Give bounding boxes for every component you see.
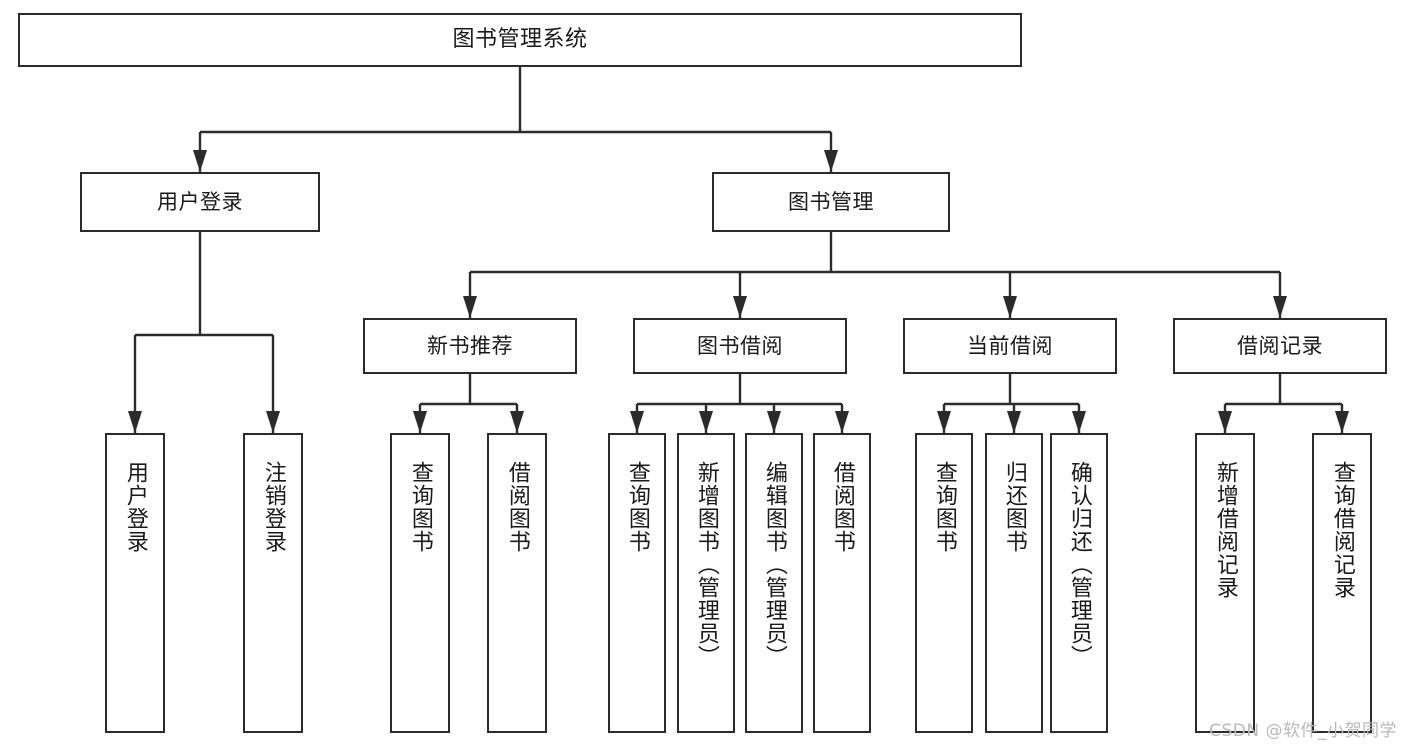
- node-leaf-query-book-cur-label: 查询图书: [931, 461, 957, 553]
- arrow-head-icon: [128, 411, 142, 433]
- node-leaf-query-record-label: 查询借阅记录: [1329, 461, 1355, 599]
- node-leaf-edit-book-label: 编辑图书（管理员）: [761, 461, 787, 668]
- node-leaf-borrow-book[interactable]: 借阅图书: [813, 433, 871, 733]
- node-leaf-user-login[interactable]: 用户登录: [105, 433, 165, 733]
- node-leaf-query-book-label: 查询图书: [624, 461, 650, 553]
- node-leaf-return-book-label: 归还图书: [1001, 461, 1027, 553]
- node-leaf-borrow-book-label: 借阅图书: [829, 461, 855, 553]
- node-new-book-rec[interactable]: 新书推荐: [363, 318, 577, 374]
- node-user-login[interactable]: 用户登录: [80, 172, 320, 232]
- node-leaf-query-book[interactable]: 查询图书: [608, 433, 666, 733]
- node-user-login-label: 用户登录: [157, 189, 243, 214]
- arrow-head-icon: [1273, 296, 1287, 318]
- arrow-head-icon: [413, 411, 427, 433]
- arrow-head-icon: [266, 411, 280, 433]
- node-leaf-confirm-return-label: 确认归还（管理员）: [1066, 461, 1092, 668]
- node-leaf-query-record[interactable]: 查询借阅记录: [1312, 433, 1372, 733]
- node-leaf-logout[interactable]: 注销登录: [243, 433, 303, 733]
- arrow-head-icon: [510, 411, 524, 433]
- node-leaf-logout-label: 注销登录: [260, 461, 286, 553]
- node-book-borrow-label: 图书借阅: [697, 333, 783, 358]
- root-node-label: 图书管理系统: [452, 27, 588, 53]
- node-leaf-query-book-rec[interactable]: 查询图书: [390, 433, 450, 733]
- arrow-head-icon: [733, 296, 747, 318]
- node-leaf-confirm-return[interactable]: 确认归还（管理员）: [1050, 433, 1108, 733]
- node-leaf-query-book-cur[interactable]: 查询图书: [915, 433, 973, 733]
- node-borrow-record-label: 借阅记录: [1237, 333, 1323, 358]
- node-leaf-borrow-book-rec[interactable]: 借阅图书: [487, 433, 547, 733]
- node-current-borrow-label: 当前借阅: [967, 333, 1053, 358]
- node-current-borrow[interactable]: 当前借阅: [903, 318, 1117, 374]
- node-book-manage-label: 图书管理: [788, 189, 874, 214]
- root-node[interactable]: 图书管理系统: [18, 13, 1022, 67]
- arrow-head-icon: [1218, 411, 1232, 433]
- arrow-head-icon: [937, 411, 951, 433]
- node-leaf-borrow-book-rec-label: 借阅图书: [504, 461, 530, 553]
- arrow-head-icon: [1335, 411, 1349, 433]
- node-book-borrow[interactable]: 图书借阅: [633, 318, 847, 374]
- node-leaf-edit-book[interactable]: 编辑图书（管理员）: [745, 433, 803, 733]
- node-leaf-add-record[interactable]: 新增借阅记录: [1195, 433, 1255, 733]
- node-leaf-return-book[interactable]: 归还图书: [985, 433, 1043, 733]
- node-leaf-user-login-label: 用户登录: [122, 461, 148, 553]
- arrow-head-icon: [193, 150, 207, 172]
- arrow-head-icon: [1003, 296, 1017, 318]
- node-new-book-rec-label: 新书推荐: [427, 333, 513, 358]
- arrow-head-icon: [835, 411, 849, 433]
- node-leaf-add-book[interactable]: 新增图书（管理员）: [677, 433, 735, 733]
- node-leaf-add-book-label: 新增图书（管理员）: [693, 461, 719, 668]
- arrow-head-icon: [699, 411, 713, 433]
- arrow-head-icon: [824, 150, 838, 172]
- node-leaf-add-record-label: 新增借阅记录: [1212, 461, 1238, 599]
- arrow-head-icon: [767, 411, 781, 433]
- watermark: CSDN @软件_小贺同学: [1209, 721, 1397, 741]
- node-book-manage[interactable]: 图书管理: [712, 172, 950, 232]
- arrow-head-icon: [630, 411, 644, 433]
- arrow-head-icon: [1007, 411, 1021, 433]
- arrow-head-icon: [1072, 411, 1086, 433]
- arrow-head-icon: [463, 296, 477, 318]
- node-borrow-record[interactable]: 借阅记录: [1173, 318, 1387, 374]
- node-leaf-query-book-rec-label: 查询图书: [407, 461, 433, 553]
